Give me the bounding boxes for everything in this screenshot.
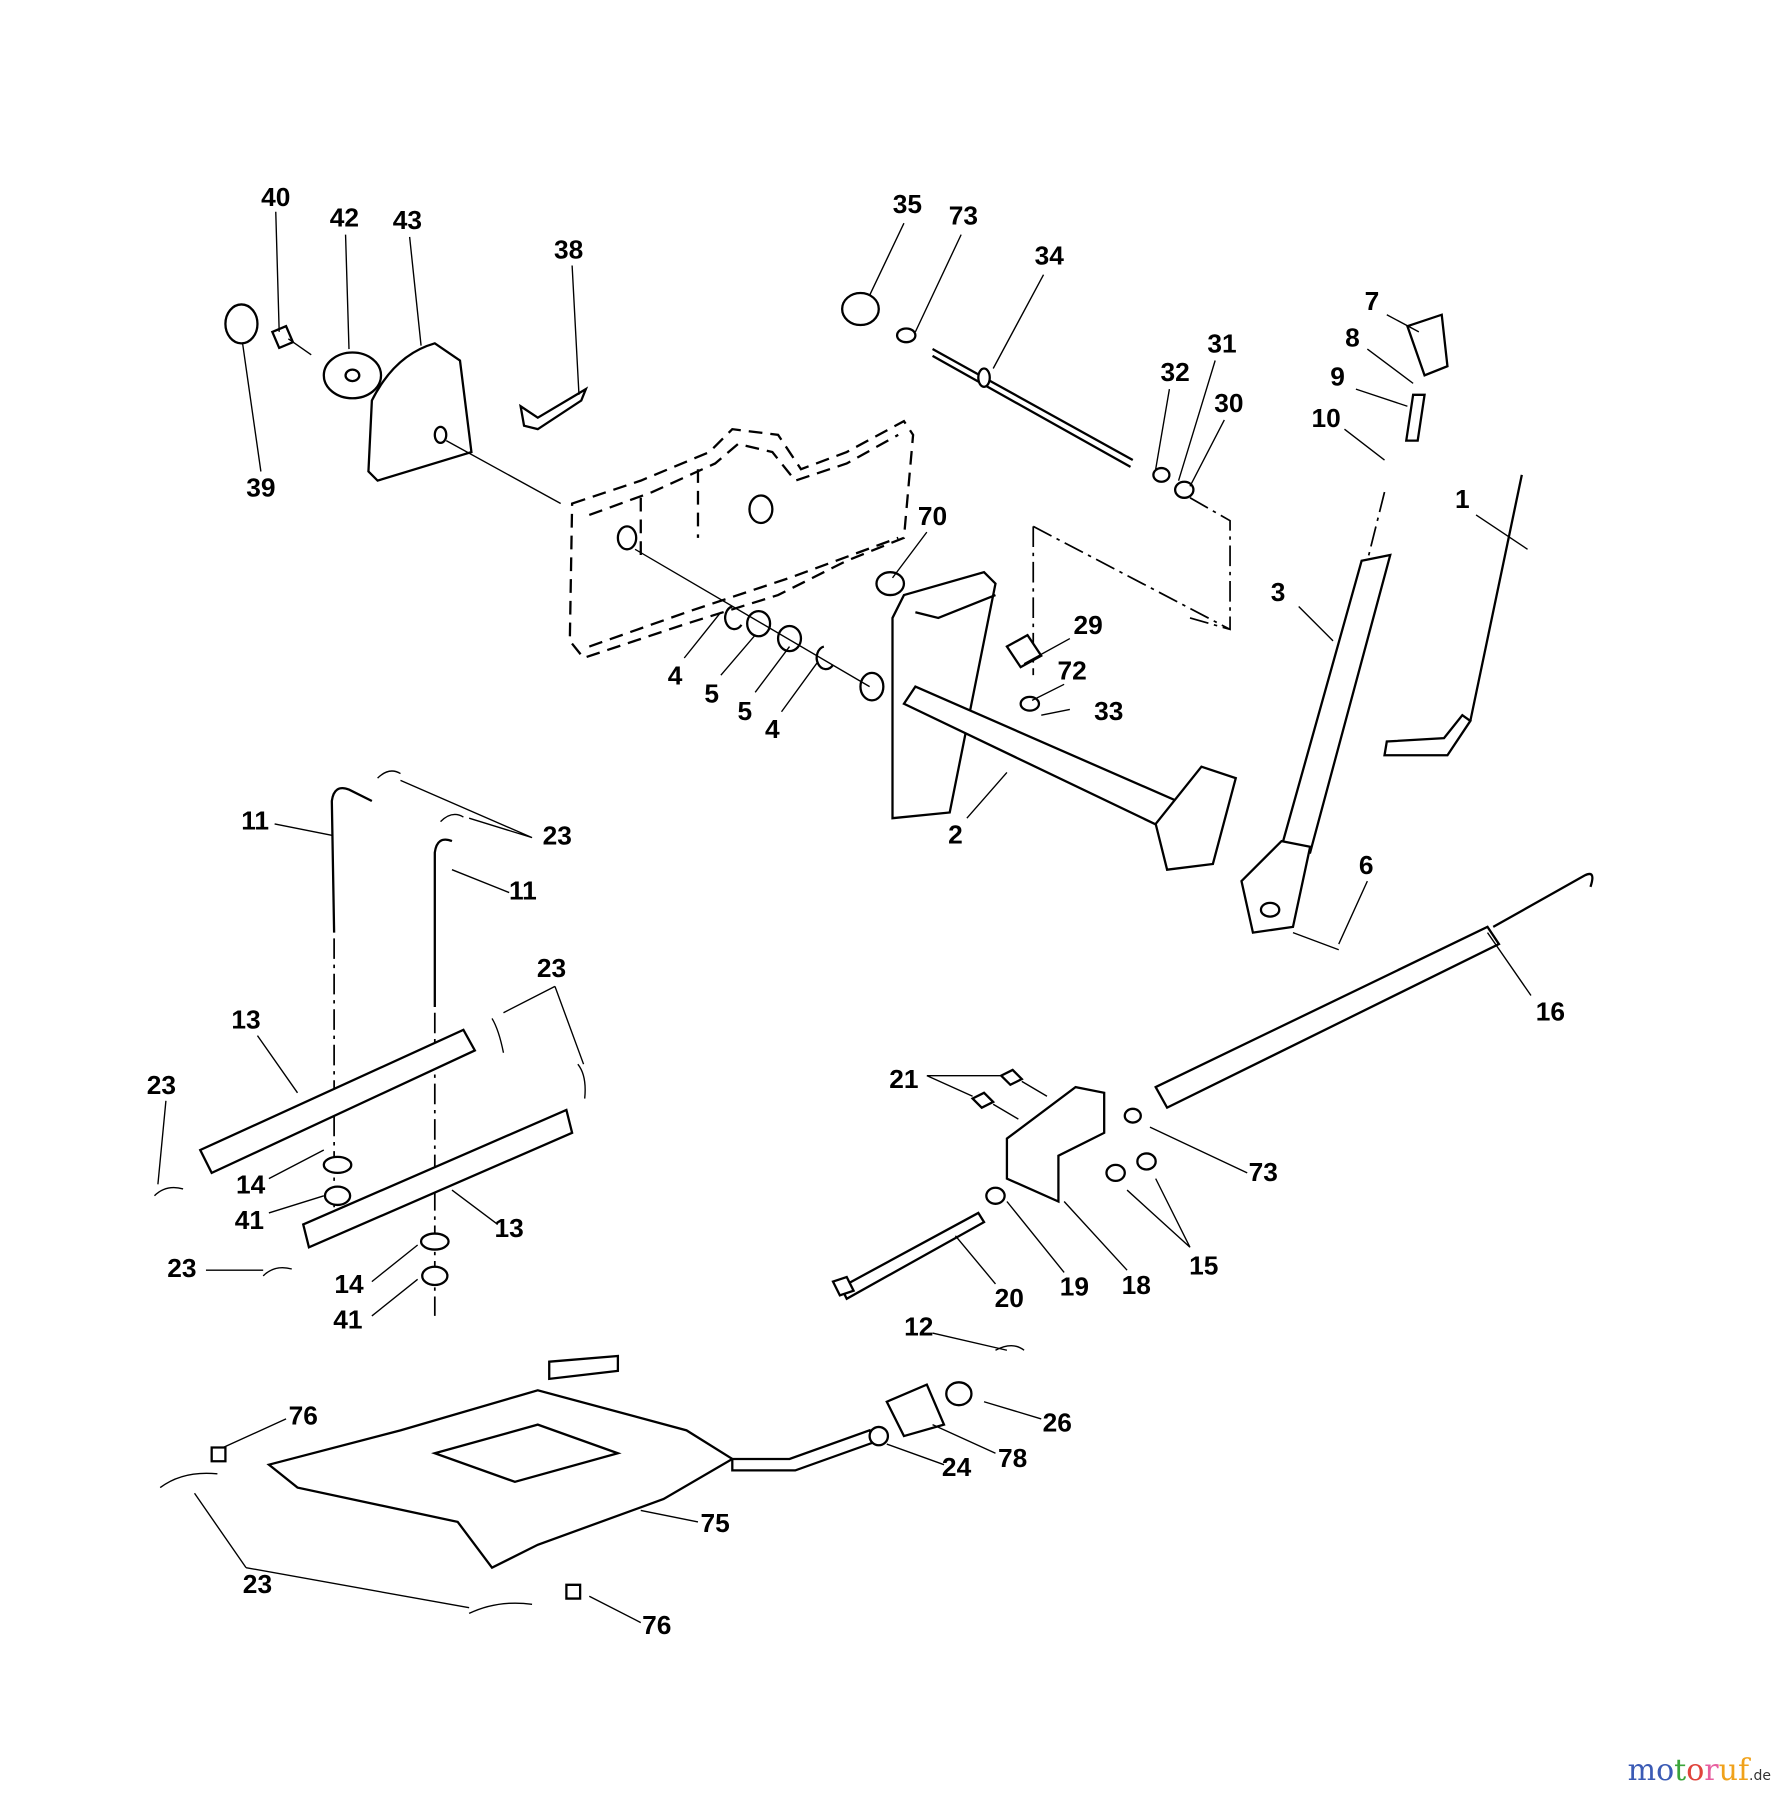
- callout-label: 15: [1189, 1251, 1218, 1281]
- callout-labels: 40 42 43 38 39 35 73 34 31 32 30 7 8 9 1…: [147, 182, 1565, 1640]
- callout-label: 32: [1160, 357, 1189, 387]
- callout-label: 8: [1345, 323, 1360, 353]
- callout-label: 2: [948, 819, 963, 849]
- callout-label: 43: [393, 205, 422, 235]
- callout-label: 42: [330, 203, 359, 233]
- callout-label: 33: [1094, 696, 1123, 726]
- watermark-letter: u: [1718, 1753, 1738, 1788]
- bracket-assembly: [224, 303, 589, 505]
- watermark-letter: o: [1686, 1753, 1705, 1788]
- callout-label: 38: [554, 235, 583, 265]
- callout-label: 23: [167, 1253, 196, 1283]
- callout-label: 76: [642, 1610, 671, 1640]
- callout-label: 21: [889, 1064, 918, 1094]
- callout-label: 23: [147, 1070, 176, 1100]
- callout-label: 76: [289, 1401, 318, 1431]
- callout-label: 5: [704, 679, 719, 709]
- callout-label: 13: [495, 1213, 524, 1243]
- callout-label: 16: [1536, 997, 1565, 1027]
- callout-label: 41: [235, 1205, 264, 1235]
- watermark-letter: r: [1704, 1753, 1719, 1788]
- deck-hanger: [159, 1344, 1025, 1615]
- callout-label: 6: [1359, 850, 1374, 880]
- callout-label: 29: [1074, 610, 1103, 640]
- callout-label: 19: [1060, 1271, 1089, 1301]
- callout-label: 26: [1043, 1407, 1072, 1437]
- callout-label: 18: [1122, 1270, 1151, 1300]
- watermark-suffix: .de: [1749, 1768, 1771, 1784]
- callout-label: 9: [1330, 362, 1345, 392]
- callout-label: 30: [1214, 388, 1243, 418]
- spring-bracket: [831, 1068, 1157, 1301]
- callout-label: 73: [949, 200, 978, 230]
- callout-label: 75: [701, 1508, 730, 1538]
- callout-label: 11: [509, 875, 537, 905]
- callout-label: 14: [334, 1269, 364, 1299]
- callout-label: 12: [904, 1311, 933, 1341]
- callout-label: 41: [333, 1305, 362, 1335]
- callout-label: 10: [1312, 403, 1341, 433]
- callout-label: 39: [246, 473, 275, 503]
- callout-label: 20: [995, 1283, 1024, 1313]
- callout-label: 4: [668, 660, 683, 690]
- callout-label: 11: [241, 806, 269, 836]
- callout-label: 7: [1365, 286, 1380, 316]
- lift-links: [153, 770, 586, 1316]
- watermark-letter: m: [1627, 1753, 1657, 1788]
- callout-label: 35: [893, 189, 922, 219]
- callout-label: 13: [231, 1005, 260, 1035]
- callout-label: 70: [918, 501, 947, 531]
- callout-label: 24: [942, 1452, 972, 1482]
- callout-label: 1: [1455, 484, 1470, 514]
- callout-label: 78: [998, 1443, 1027, 1473]
- callout-label: 40: [261, 182, 290, 212]
- callout-label: 23: [543, 821, 572, 851]
- callout-label: 72: [1058, 656, 1087, 686]
- lift-spring: [1154, 872, 1594, 1110]
- watermark-letter: t: [1674, 1753, 1687, 1788]
- watermark-text: motoruf: [1628, 1753, 1749, 1788]
- retaining-rings: [634, 548, 870, 688]
- frame-outline: [568, 419, 915, 660]
- watermark-letter: o: [1656, 1753, 1675, 1788]
- callout-label: 23: [537, 953, 566, 983]
- lift-lever: [1240, 313, 1523, 951]
- watermark-logo: motoruf.de: [1628, 1753, 1771, 1788]
- callout-label: 4: [765, 714, 780, 744]
- callout-label: 3: [1271, 577, 1286, 607]
- callout-label: 5: [738, 696, 753, 726]
- callout-label: 14: [236, 1169, 266, 1199]
- callout-label: 23: [243, 1569, 272, 1599]
- callout-label: 34: [1035, 240, 1065, 270]
- callout-label: 31: [1207, 328, 1236, 358]
- leader-lines: [157, 211, 1532, 1624]
- callout-label: 73: [1249, 1157, 1278, 1187]
- watermark-letter: f: [1737, 1753, 1750, 1788]
- lift-shaft: [859, 570, 1238, 871]
